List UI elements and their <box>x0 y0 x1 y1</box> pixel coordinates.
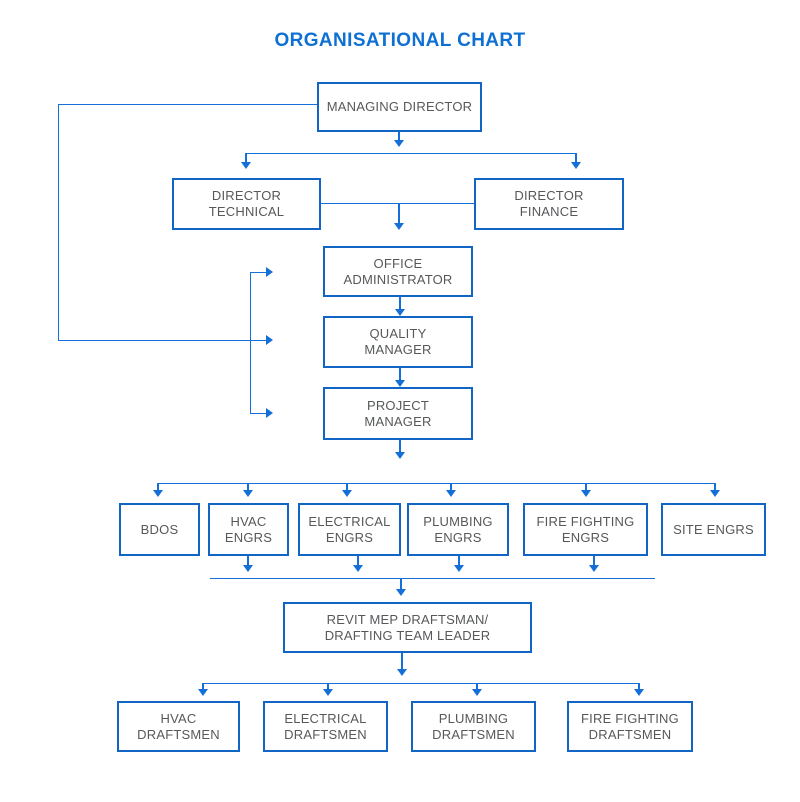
node-project-manager: PROJECT MANAGER <box>323 387 473 440</box>
connector-revit-in-stem <box>400 578 402 589</box>
connector-pm-out-stem <box>399 440 401 452</box>
node-quality-manager: QUALITY MANAGER <box>323 316 473 368</box>
arrowhead-right-office-administrator <box>266 267 273 277</box>
connector-plumbing-engrs-stem <box>450 483 452 490</box>
arrowhead-down-electrical-engrs-out <box>353 565 363 572</box>
arrowhead-down-office-administrator <box>394 223 404 230</box>
connector-fire-fighting-engrs-out <box>593 556 595 565</box>
node-site-engrs-label: SITE ENGRS <box>673 521 754 537</box>
arrowhead-right-project-manager <box>266 408 273 418</box>
connector-bracket-vertical <box>250 272 251 413</box>
node-plumbing-engrs: PLUMBING ENGRS <box>407 503 509 556</box>
node-hvac-engrs: HVAC ENGRS <box>208 503 289 556</box>
node-managing-director-label: MANAGING DIRECTOR <box>326 99 473 114</box>
connector-draftsmen-distribution <box>203 683 640 684</box>
node-electrical-draftsmen: ELECTRICAL DRAFTSMEN <box>263 701 388 752</box>
connector-bdos-stem <box>157 483 159 490</box>
connector-collector-line <box>210 578 655 579</box>
connector-directors-branch <box>246 153 577 154</box>
connector-director-technical-stem <box>245 153 247 162</box>
connector-directors-midline <box>321 203 474 204</box>
connector-electrical-draftsmen-stem <box>327 683 329 689</box>
node-electrical-draftsmen-label: ELECTRICAL DRAFTSMEN <box>284 710 367 742</box>
node-hvac-draftsmen: HVAC DRAFTSMEN <box>117 701 240 752</box>
connector-bracket-top <box>250 272 266 273</box>
arrowhead-down-director-finance <box>571 162 581 169</box>
node-hvac-engrs-label: HVAC ENGRS <box>224 513 273 545</box>
connector-rail-top <box>58 104 317 105</box>
connector-electrical-engrs-stem <box>346 483 348 490</box>
arrowhead-down-hvac-draftsmen <box>198 689 208 696</box>
arrowhead-down-project-manager <box>395 380 405 387</box>
node-revit-mep-draftsman-team-leader: REVIT MEP DRAFTSMAN/ DRAFTING TEAM LEADE… <box>283 602 532 653</box>
node-office-administrator-label: OFFICE ADMINISTRATOR <box>343 255 453 287</box>
connector-hvac-draftsmen-stem <box>202 683 204 689</box>
arrowhead-down-hvac-engrs <box>243 490 253 497</box>
arrowhead-down-site-engrs <box>710 490 720 497</box>
connector-md-stem <box>398 132 400 140</box>
connector-site-engrs-stem <box>714 483 716 490</box>
node-bdos: BDOS <box>119 503 200 556</box>
connector-electrical-engrs-out <box>357 556 359 565</box>
arrowhead-down-revit-lead <box>396 589 406 596</box>
connector-engineers-distribution <box>158 483 716 484</box>
arrowhead-down-bdos <box>153 490 163 497</box>
node-revit-lead-label: REVIT MEP DRAFTSMAN/ DRAFTING TEAM LEADE… <box>324 611 491 643</box>
node-project-manager-label: PROJECT MANAGER <box>364 397 432 429</box>
connector-midline-stem <box>398 203 400 223</box>
node-fire-fighting-engrs-label: FIRE FIGHTING ENGRS <box>536 513 635 545</box>
node-director-technical-label: DIRECTOR TECHNICAL <box>208 188 285 219</box>
connector-plumbing-draftsmen-stem <box>476 683 478 689</box>
connector-rail-vertical <box>58 104 59 340</box>
connector-revit-out-stem <box>401 653 403 669</box>
node-fire-fighting-draftsmen-label: FIRE FIGHTING DRAFTSMEN <box>581 710 679 742</box>
connector-bracket-bottom <box>250 413 266 414</box>
connector-hvac-engrs-stem <box>247 483 249 490</box>
node-electrical-engrs-label: ELECTRICAL ENGRS <box>308 513 391 545</box>
arrowhead-down-electrical-draftsmen <box>323 689 333 696</box>
arrowhead-down-pm-out <box>395 452 405 459</box>
arrowhead-down-plumbing-engrs <box>446 490 456 497</box>
node-managing-director: MANAGING DIRECTOR <box>317 82 482 132</box>
arrowhead-down-quality-manager <box>395 309 405 316</box>
node-fire-fighting-draftsmen: FIRE FIGHTING DRAFTSMEN <box>567 701 693 752</box>
node-plumbing-draftsmen-label: PLUMBING DRAFTSMEN <box>432 710 515 742</box>
node-office-administrator: OFFICE ADMINISTRATOR <box>323 246 473 297</box>
arrowhead-down-plumbing-draftsmen <box>472 689 482 696</box>
connector-fire-fighting-draftsmen-stem <box>638 683 640 689</box>
node-director-finance-label: DIRECTOR FINANCE <box>514 188 584 219</box>
node-electrical-engrs: ELECTRICAL ENGRS <box>298 503 401 556</box>
arrowhead-down-fire-fighting-engrs-out <box>589 565 599 572</box>
node-quality-manager-label: QUALITY MANAGER <box>364 326 432 357</box>
arrowhead-down-md <box>394 140 404 147</box>
node-fire-fighting-engrs: FIRE FIGHTING ENGRS <box>523 503 648 556</box>
connector-hvac-engrs-out <box>247 556 249 565</box>
connector-director-finance-stem <box>575 153 577 162</box>
arrowhead-right-quality-manager <box>266 335 273 345</box>
page-title: ORGANISATIONAL CHART <box>274 30 526 51</box>
arrowhead-down-plumbing-engrs-out <box>454 565 464 572</box>
connector-rail-bottom <box>58 340 266 341</box>
node-site-engrs: SITE ENGRS <box>661 503 766 556</box>
node-director-technical: DIRECTOR TECHNICAL <box>172 178 321 230</box>
node-hvac-draftsmen-label: HVAC DRAFTSMEN <box>137 710 220 742</box>
arrowhead-down-fire-fighting-draftsmen <box>634 689 644 696</box>
arrowhead-down-electrical-engrs <box>342 490 352 497</box>
arrowhead-down-fire-fighting-engrs <box>581 490 591 497</box>
arrowhead-down-hvac-engrs-out <box>243 565 253 572</box>
node-plumbing-draftsmen: PLUMBING DRAFTSMEN <box>411 701 536 752</box>
node-plumbing-engrs-label: PLUMBING ENGRS <box>423 513 493 545</box>
node-bdos-label: BDOS <box>140 521 179 537</box>
arrowhead-down-revit-out <box>397 669 407 676</box>
connector-oa-qm-stem <box>399 297 401 309</box>
node-director-finance: DIRECTOR FINANCE <box>474 178 624 230</box>
arrowhead-down-director-technical <box>241 162 251 169</box>
connector-plumbing-engrs-out <box>458 556 460 565</box>
connector-qm-pm-stem <box>399 368 401 380</box>
connector-fire-fighting-engrs-stem <box>585 483 587 490</box>
